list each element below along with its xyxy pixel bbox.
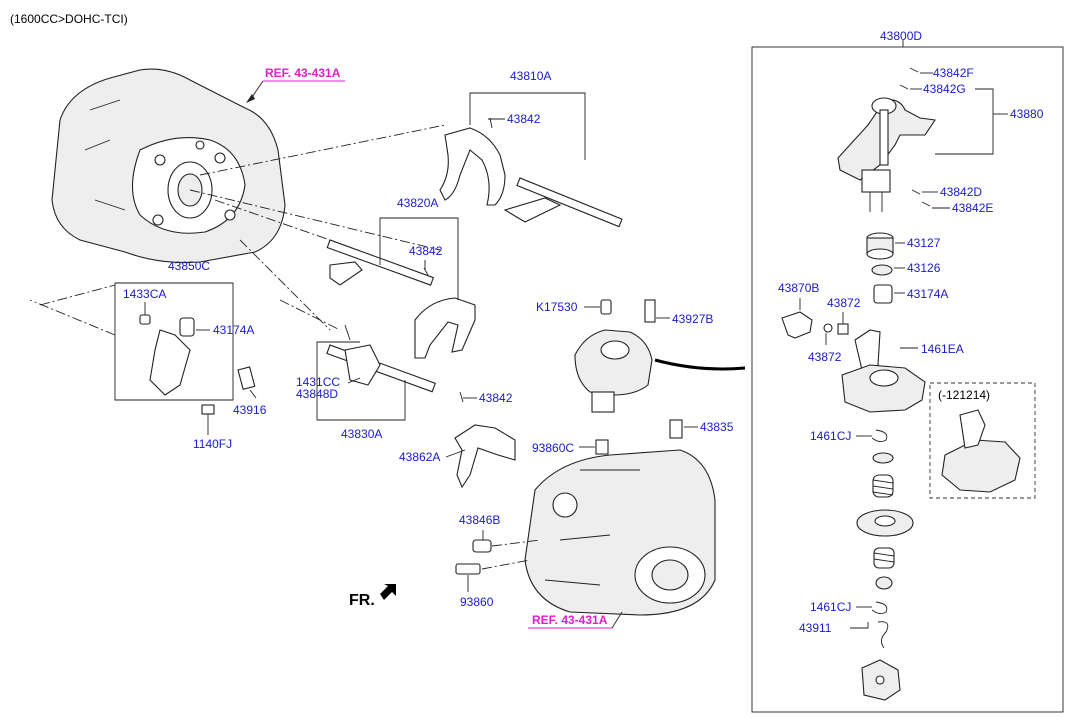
- part-43870B[interactable]: 43870B: [778, 281, 819, 295]
- engine-spec-label: (1600CC>DOHC-TCI): [10, 12, 128, 26]
- part-43820A[interactable]: 43820A: [397, 196, 438, 210]
- part-1140FJ[interactable]: 1140FJ: [193, 437, 232, 451]
- part-1461CJ-a[interactable]: 1461CJ: [810, 429, 851, 443]
- part-93860C[interactable]: 93860C: [532, 441, 574, 455]
- part-43872-a[interactable]: 43872: [827, 296, 861, 310]
- part-K17530[interactable]: K17530: [536, 300, 578, 314]
- cover-plate-alt: [941, 439, 1021, 493]
- part-1461CJ-b[interactable]: 1461CJ: [810, 600, 851, 614]
- part-43916[interactable]: 43916: [233, 403, 267, 417]
- shift-shaft-43830A: [326, 324, 516, 489]
- select-lever-assembly: [837, 67, 936, 212]
- part-43174A-right[interactable]: 43174A: [907, 287, 948, 301]
- transmission-housing-left: [51, 68, 286, 264]
- part-43127[interactable]: 43127: [907, 236, 941, 250]
- part-43850C[interactable]: 43850C: [168, 259, 210, 273]
- part-43880[interactable]: 43880: [1010, 107, 1044, 121]
- part-43842D[interactable]: 43842D: [940, 185, 982, 199]
- part-43800D[interactable]: 43800D: [880, 29, 922, 43]
- part-43848D[interactable]: 43848D: [296, 387, 338, 401]
- part-43830A[interactable]: 43830A: [341, 427, 382, 441]
- part-43842E[interactable]: 43842E: [952, 201, 993, 215]
- front-arrow-icon: [380, 584, 396, 600]
- variant-121214-label: (-121214): [938, 388, 990, 402]
- assembly-frame-43800D: [751, 46, 1064, 713]
- part-43862A[interactable]: 43862A: [399, 450, 440, 464]
- ref-bottom-43-431A[interactable]: REF. 43-431A: [532, 613, 608, 627]
- part-43842G[interactable]: 43842G: [923, 82, 966, 96]
- part-43842-b[interactable]: 43842: [409, 244, 443, 258]
- part-43842-c[interactable]: 43842: [479, 391, 513, 405]
- part-43174A-left[interactable]: 43174A: [213, 323, 254, 337]
- ref-top-43-431A[interactable]: REF. 43-431A: [265, 66, 341, 80]
- part-43927B[interactable]: 43927B: [672, 312, 713, 326]
- transmission-case-main: [524, 419, 716, 616]
- part-43911[interactable]: 43911: [799, 621, 832, 635]
- shift-rod-43820A: [326, 239, 476, 359]
- part-43810A[interactable]: 43810A: [510, 69, 551, 83]
- part-1433CA[interactable]: 1433CA: [123, 287, 166, 301]
- cover-plate: [841, 364, 926, 413]
- part-43842-a[interactable]: 43842: [507, 112, 541, 126]
- front-direction-label: FR.: [349, 592, 375, 609]
- part-93860[interactable]: 93860: [460, 595, 494, 609]
- part-1461EA[interactable]: 1461EA: [921, 342, 964, 356]
- shift-fork-43810A: [439, 117, 623, 228]
- part-1431CC[interactable]: 1431CC: [296, 375, 340, 389]
- part-43842F[interactable]: 43842F: [933, 66, 974, 80]
- part-43835[interactable]: 43835: [700, 420, 734, 434]
- shift-control-housing: [574, 299, 746, 413]
- part-43872-b[interactable]: 43872: [808, 350, 842, 364]
- part-43126[interactable]: 43126: [907, 261, 941, 275]
- part-43846B[interactable]: 43846B: [459, 513, 500, 527]
